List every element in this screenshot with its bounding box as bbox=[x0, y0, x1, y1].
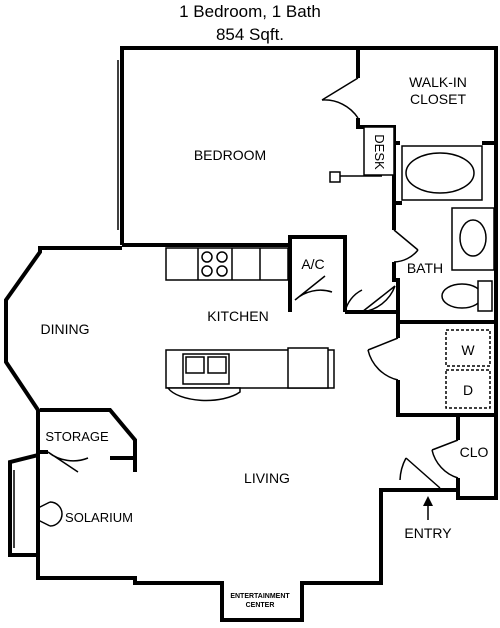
laundry-door bbox=[367, 337, 399, 381]
kitchen-label: KITCHEN bbox=[207, 308, 268, 324]
entry-label: ENTRY bbox=[404, 525, 452, 541]
bath-fixtures bbox=[401, 145, 495, 312]
storage-door bbox=[47, 451, 89, 473]
kitchen-counter bbox=[165, 247, 289, 281]
desk bbox=[329, 126, 395, 183]
basin-icon bbox=[459, 219, 487, 257]
exterior-walls bbox=[4, 46, 498, 622]
ac-door bbox=[294, 275, 333, 301]
clo-door bbox=[431, 439, 459, 479]
bath-door-upper bbox=[393, 229, 419, 263]
entertainment-center-label-line1: ENTERTAINMENT bbox=[230, 593, 290, 600]
solarium-door bbox=[37, 501, 63, 527]
clo-label: CLO bbox=[460, 444, 489, 460]
laundry bbox=[445, 329, 491, 409]
entry-arrow-icon bbox=[423, 496, 433, 520]
bath-door-lower bbox=[361, 285, 396, 313]
solarium-label: SOLARIUM bbox=[65, 510, 133, 525]
bedroom-label: BEDROOM bbox=[194, 147, 266, 163]
bath-label: BATH bbox=[407, 260, 443, 276]
interior-walls bbox=[40, 50, 496, 498]
kitchen-side-door bbox=[344, 280, 363, 313]
burner-icon bbox=[216, 265, 228, 277]
windows bbox=[13, 60, 119, 548]
entry-door bbox=[399, 457, 441, 489]
walk-in-closet-label-line1: WALK-IN bbox=[409, 74, 467, 90]
dining-label: DINING bbox=[41, 321, 90, 337]
dryer-icon bbox=[445, 369, 491, 409]
dryer-label: D bbox=[463, 382, 473, 398]
living-label: LIVING bbox=[244, 470, 290, 486]
ac-label: A/C bbox=[301, 256, 324, 272]
unit-area: 854 Sqft. bbox=[215, 25, 285, 44]
toilet-icon bbox=[441, 283, 483, 309]
washer-icon bbox=[445, 329, 491, 367]
washer-label: W bbox=[461, 342, 475, 358]
storage-label: STORAGE bbox=[45, 429, 109, 444]
entertainment-center-label-line2: CENTER bbox=[246, 602, 275, 609]
unit-type-title: 1 Bedroom, 1 Bath bbox=[179, 2, 321, 21]
burner-icon bbox=[201, 265, 213, 277]
dishwasher-icon bbox=[287, 347, 329, 389]
desk-label: DESK bbox=[372, 134, 387, 170]
closet-door bbox=[321, 77, 359, 119]
doors bbox=[37, 77, 459, 527]
burner-icon bbox=[216, 251, 228, 263]
burner-icon bbox=[201, 251, 213, 263]
walk-in-closet-label-line2: CLOSET bbox=[410, 91, 466, 107]
kitchen-island bbox=[165, 347, 335, 402]
